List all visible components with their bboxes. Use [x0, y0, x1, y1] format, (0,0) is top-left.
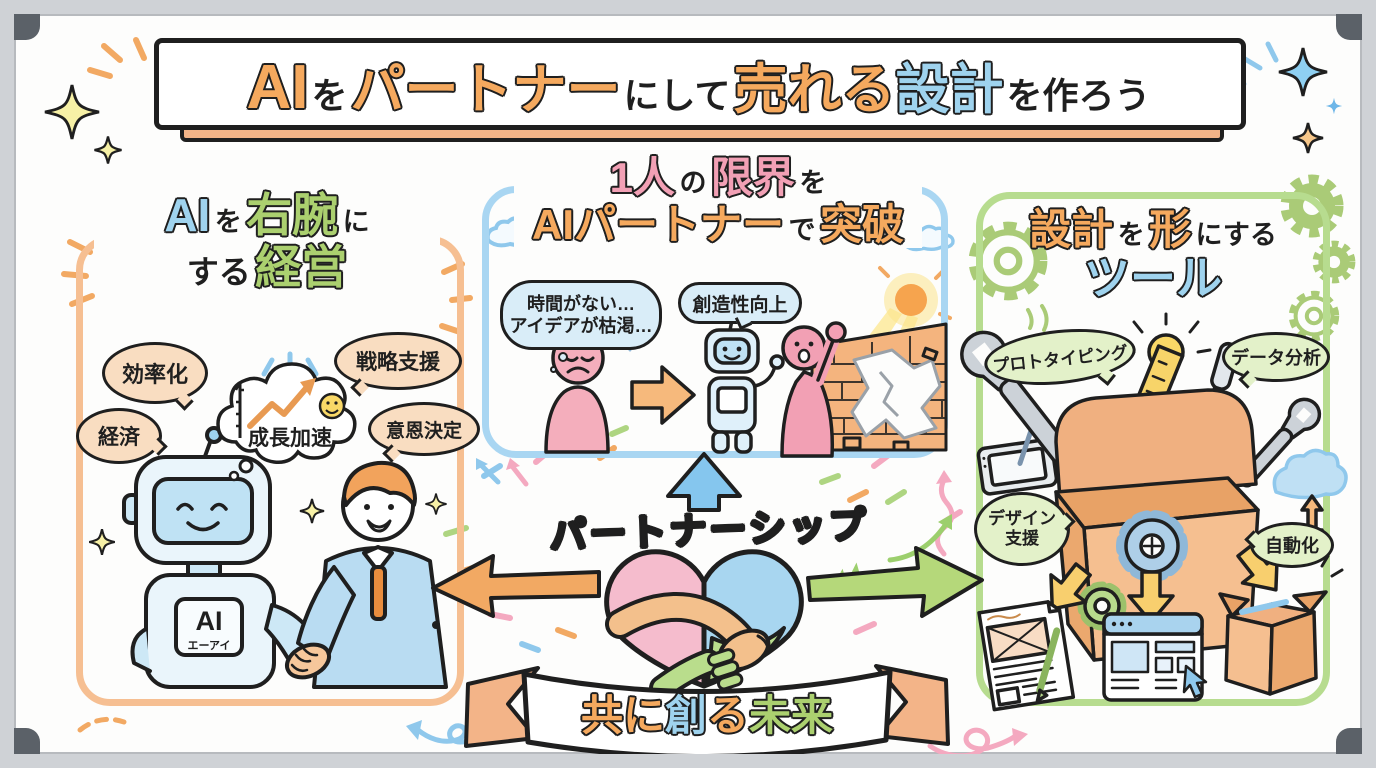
bubble-decision-making: 意恩決定	[368, 402, 480, 463]
title-particle: にして	[623, 74, 731, 116]
bubble-economy: 経済	[76, 408, 168, 464]
document-wireframe-icon	[977, 600, 1076, 712]
handshake-hands	[284, 642, 332, 680]
gear-icon	[976, 180, 1352, 337]
right-title-design: 設計	[1029, 206, 1114, 253]
left-title-particle: に	[342, 207, 370, 237]
left-title-particle: を	[214, 207, 242, 237]
bubble-efficiency: 効率化	[102, 342, 208, 411]
future-create: 創	[664, 692, 707, 739]
future-together: 共に	[580, 692, 665, 739]
bubble-data-analysis: データ分析	[1222, 332, 1330, 389]
robot-businessman-handshake	[122, 426, 448, 689]
cloud-growth-acceleration	[216, 362, 357, 482]
arrow-to-left-panel	[431, 554, 601, 618]
mid-title-limit: 限界	[710, 154, 795, 201]
left-title-right-hand: 右腕	[246, 189, 339, 241]
growth-chart-icon	[234, 378, 346, 438]
title-word-sellable: 売れる	[733, 59, 896, 120]
right-panel-title: 設計 を 形 にする ツール	[1002, 206, 1304, 305]
frame-corner	[1336, 728, 1362, 754]
left-title-suru: する	[186, 253, 251, 290]
bubble-design-support: デザイン 支援	[974, 492, 1076, 566]
cursor-icon	[1182, 664, 1208, 699]
title-word-design: 設計	[895, 59, 1004, 120]
right-title-particle: にする	[1195, 220, 1277, 250]
smiley-icon	[318, 392, 346, 420]
up-arrow-to-middle	[666, 452, 742, 512]
bubble-strategy-support: 戦略支援	[334, 332, 462, 397]
title-word-create: を作ろう	[1006, 74, 1151, 116]
speech-creativity-label: 創造性向上	[692, 294, 788, 316]
thought-line2: アイデアが枯渇…	[509, 316, 653, 336]
frame-corner	[1336, 14, 1362, 40]
happy-person-icon	[780, 321, 847, 458]
bubble-design-support-label: デザイン 支援	[988, 508, 1056, 548]
right-title-tools: ツール	[1084, 252, 1222, 305]
mid-title-particle: の	[679, 168, 707, 198]
transform-arrow	[630, 365, 696, 425]
gear-icon	[1077, 581, 1127, 631]
right-title-shape: 形	[1149, 206, 1192, 253]
open-box-icon	[1218, 546, 1344, 696]
left-title-ai: AI	[164, 189, 211, 241]
robot-chest-ai: AI	[195, 606, 223, 636]
bubble-strategy-support-label: 戦略支援	[356, 351, 440, 374]
browser-window-icon	[1102, 612, 1208, 702]
left-title-management: 経営	[255, 240, 348, 293]
breakthrough-scene	[544, 312, 948, 458]
title-particle: を	[311, 74, 348, 116]
title-banner: AI を パートナー にして 売れる 設計 を作ろう	[154, 38, 1246, 130]
bubble-automation-label: 自動化	[1265, 536, 1319, 556]
thought-dot	[558, 352, 568, 362]
cloud-growth-label: 成長加速	[248, 427, 332, 450]
bubble-decision-making-label: 意恩決定	[385, 420, 462, 442]
middle-panel-title: 1人 の 限界 を AIパートナー で 突破	[514, 154, 922, 249]
mid-title-breakthrough: 突破	[819, 201, 904, 249]
mid-title-particle: で	[788, 215, 816, 246]
frame-corner	[14, 728, 40, 754]
robot-chest-sub: エーアイ	[187, 640, 231, 652]
gear-icon	[1116, 510, 1188, 582]
bubble-efficiency-label: 効率化	[121, 362, 188, 387]
bubble-economy-label: 経済	[98, 426, 140, 449]
future-banner	[464, 664, 950, 754]
mid-title-ai-partner: AIパートナー	[532, 201, 785, 249]
thought-bubble-no-time: 時間がない… アイデアが枯渇…	[500, 280, 662, 350]
output-arrows	[1049, 543, 1279, 624]
title-word-partner: パートナー	[350, 59, 621, 120]
mid-title-particle: を	[799, 168, 827, 198]
future-ru: る	[707, 692, 750, 739]
bubble-data-analysis-label: データ分析	[1231, 348, 1321, 368]
page-title: AI を パートナー にして 売れる 設計 を作ろう	[247, 45, 1154, 124]
brick-wall-icon	[810, 322, 948, 452]
future-mirai: 未来	[749, 692, 834, 739]
bubble-automation: 自動化	[1244, 522, 1334, 568]
arrow-to-right-panel	[806, 546, 984, 618]
heart-handshake-icon	[604, 549, 804, 701]
robot-chest-panel: AI エーアイ	[180, 606, 238, 653]
left-panel-title: AI を 右腕 に する 経営	[94, 189, 440, 294]
right-title-particle: を	[1117, 220, 1145, 250]
speech-bubble-creativity: 創造性向上	[678, 282, 802, 331]
thought-dot	[550, 366, 557, 373]
businessman-icon	[296, 460, 448, 689]
future-banner-text: 共に創る未来	[484, 682, 930, 743]
title-word-ai: AI	[246, 52, 309, 122]
frame-corner	[14, 14, 40, 40]
thought-line1: 時間がない…	[527, 293, 635, 314]
mid-title-one-person: 1人	[609, 154, 675, 201]
robot-icon	[704, 312, 785, 454]
